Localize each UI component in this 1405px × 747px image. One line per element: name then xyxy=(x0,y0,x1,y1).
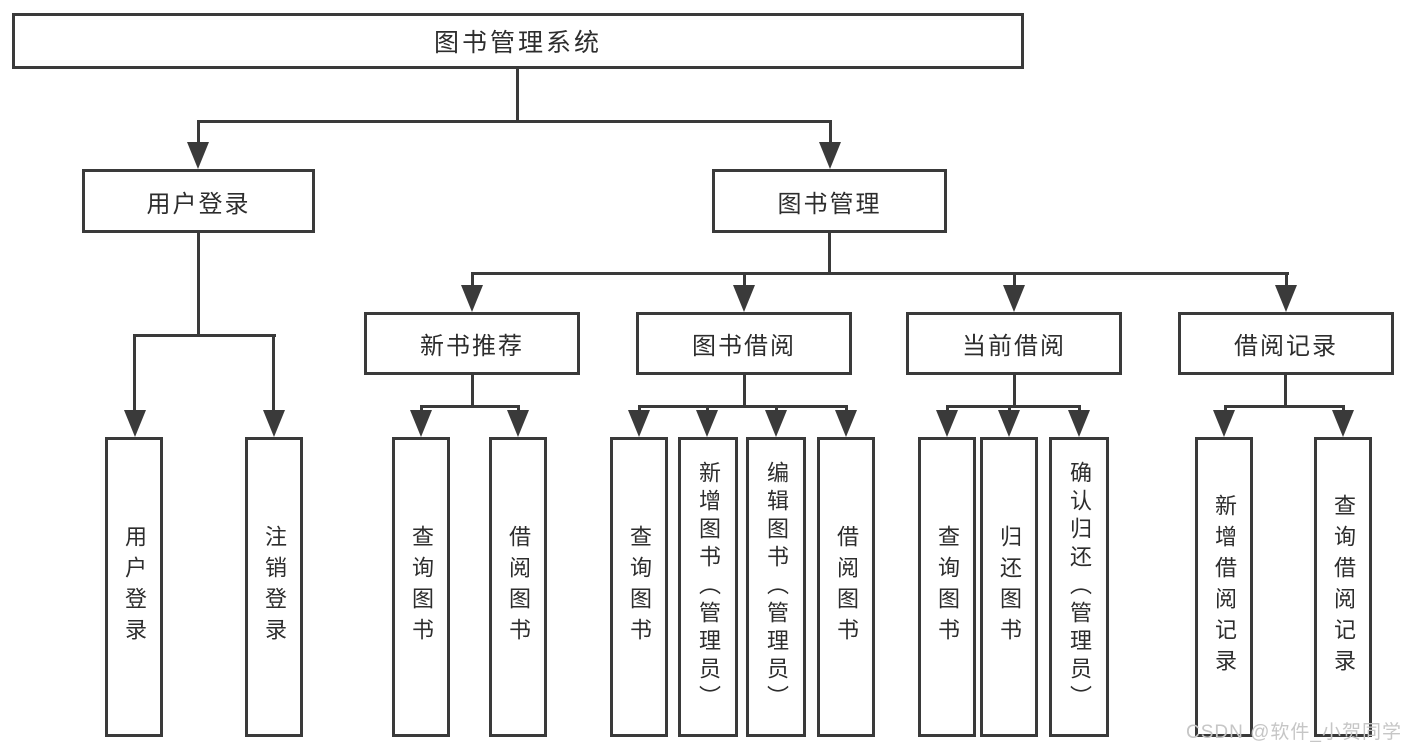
node-label: 用户登录 xyxy=(122,525,147,649)
node-label: 图书管理系统 xyxy=(433,29,602,57)
arrowhead-icon xyxy=(461,285,483,312)
edge-current-stub xyxy=(1078,405,1081,413)
node-borrowing-records: 借阅记录 xyxy=(1178,312,1394,375)
node-label: 查询图书 xyxy=(627,525,652,649)
arrowhead-icon xyxy=(124,410,146,437)
arrowhead-icon xyxy=(765,410,787,437)
node-label: 新增图书（管理员） xyxy=(696,461,721,713)
leaf-borrow-books-borrowing: 借阅图书 xyxy=(817,437,875,737)
edge-userlogin-split-line xyxy=(133,334,276,337)
arrowhead-icon xyxy=(628,410,650,437)
edge-records-riser xyxy=(1284,373,1287,408)
edge-bookmgmt-stub xyxy=(1013,272,1016,288)
edge-bookmgmt-stub xyxy=(1285,272,1288,288)
edge-root-left-stub xyxy=(197,120,200,146)
node-new-book-recommendation: 新书推荐 xyxy=(364,312,580,375)
leaf-add-books-admin: 新增图书（管理员） xyxy=(678,437,738,737)
edge-bookmgmt-stub xyxy=(471,272,474,288)
leaf-borrow-books-recommend: 借阅图书 xyxy=(489,437,547,737)
node-current-borrowing: 当前借阅 xyxy=(906,312,1122,375)
arrowhead-icon xyxy=(696,410,718,437)
edge-bookmgmt-split-line xyxy=(471,272,1289,275)
leaf-return-books: 归还图书 xyxy=(980,437,1038,737)
leaf-add-borrow-record: 新增借阅记录 xyxy=(1195,437,1253,737)
leaf-user-login: 用户登录 xyxy=(105,437,163,737)
edge-records-stub xyxy=(1224,405,1227,413)
arrowhead-icon xyxy=(1068,410,1090,437)
arrowhead-icon xyxy=(507,410,529,437)
node-label: 借阅图书 xyxy=(834,525,859,649)
edge-borrowing-split-line xyxy=(638,405,848,408)
arrowhead-icon xyxy=(410,410,432,437)
edge-newbook-split-line xyxy=(420,405,520,408)
edge-current-stub xyxy=(946,405,949,413)
edge-root-riser xyxy=(516,66,519,123)
node-label: 借阅图书 xyxy=(506,525,531,649)
edge-newbook-stub xyxy=(517,405,520,413)
csdn-watermark: CSDN @软件_小贺同学 xyxy=(1186,722,1402,743)
node-label: 归还图书 xyxy=(997,525,1022,649)
arrowhead-icon xyxy=(187,142,209,169)
node-label: 查询图书 xyxy=(935,525,960,649)
node-label: 编辑图书（管理员） xyxy=(764,461,789,713)
edge-records-stub xyxy=(1342,405,1345,413)
leaf-query-books-borrowing: 查询图书 xyxy=(610,437,668,737)
arrowhead-icon xyxy=(1003,285,1025,312)
edge-borrowing-stub xyxy=(638,405,641,413)
edge-borrowing-stub xyxy=(845,405,848,413)
node-label: 借阅记录 xyxy=(1234,333,1338,360)
edge-borrowing-stub xyxy=(775,405,778,413)
node-user-login: 用户登录 xyxy=(82,169,315,233)
edge-userlogin-left-stub xyxy=(133,334,136,412)
edge-current-split-line xyxy=(946,405,1081,408)
arrowhead-icon xyxy=(263,410,285,437)
node-label: 查询图书 xyxy=(409,525,434,649)
node-library-system: 图书管理系统 xyxy=(12,13,1024,69)
node-book-borrowing: 图书借阅 xyxy=(636,312,852,375)
leaf-logout-login: 注销登录 xyxy=(245,437,303,737)
edge-userlogin-right-stub xyxy=(272,334,275,412)
arrowhead-icon xyxy=(1275,285,1297,312)
arrowhead-icon xyxy=(1213,410,1235,437)
edge-borrowing-stub xyxy=(706,405,709,413)
arrowhead-icon xyxy=(998,410,1020,437)
leaf-query-borrow-record: 查询借阅记录 xyxy=(1314,437,1372,737)
node-label: 用户登录 xyxy=(146,190,251,218)
edge-records-split-line xyxy=(1224,405,1345,408)
edge-newbook-riser xyxy=(471,373,474,408)
edge-userlogin-riser xyxy=(197,231,200,337)
node-label: 图书管理 xyxy=(777,190,882,218)
node-label: 当前借阅 xyxy=(962,333,1066,360)
node-label: 图书借阅 xyxy=(692,333,796,360)
edge-root-right-stub xyxy=(829,120,832,146)
edge-current-stub xyxy=(1008,405,1011,413)
arrowhead-icon xyxy=(1332,410,1354,437)
node-label: 新书推荐 xyxy=(420,333,524,360)
leaf-confirm-return-admin: 确认归还（管理员） xyxy=(1049,437,1109,737)
node-label: 新增借阅记录 xyxy=(1212,494,1237,680)
arrowhead-icon xyxy=(936,410,958,437)
node-label: 注销登录 xyxy=(262,525,287,649)
node-label: 确认归还（管理员） xyxy=(1067,461,1092,713)
edge-newbook-stub xyxy=(420,405,423,413)
arrowhead-icon xyxy=(819,142,841,169)
edge-bookmgmt-stub xyxy=(743,272,746,288)
edge-current-riser xyxy=(1013,373,1016,408)
arrowhead-icon xyxy=(835,410,857,437)
edge-borrowing-riser xyxy=(743,373,746,408)
node-book-management: 图书管理 xyxy=(712,169,947,233)
edge-root-split-line xyxy=(197,120,832,123)
arrowhead-icon xyxy=(733,285,755,312)
edge-bookmgmt-riser xyxy=(828,231,831,275)
leaf-edit-books-admin: 编辑图书（管理员） xyxy=(746,437,806,737)
leaf-query-books-current: 查询图书 xyxy=(918,437,976,737)
node-label: 查询借阅记录 xyxy=(1331,494,1356,680)
leaf-query-books-recommend: 查询图书 xyxy=(392,437,450,737)
